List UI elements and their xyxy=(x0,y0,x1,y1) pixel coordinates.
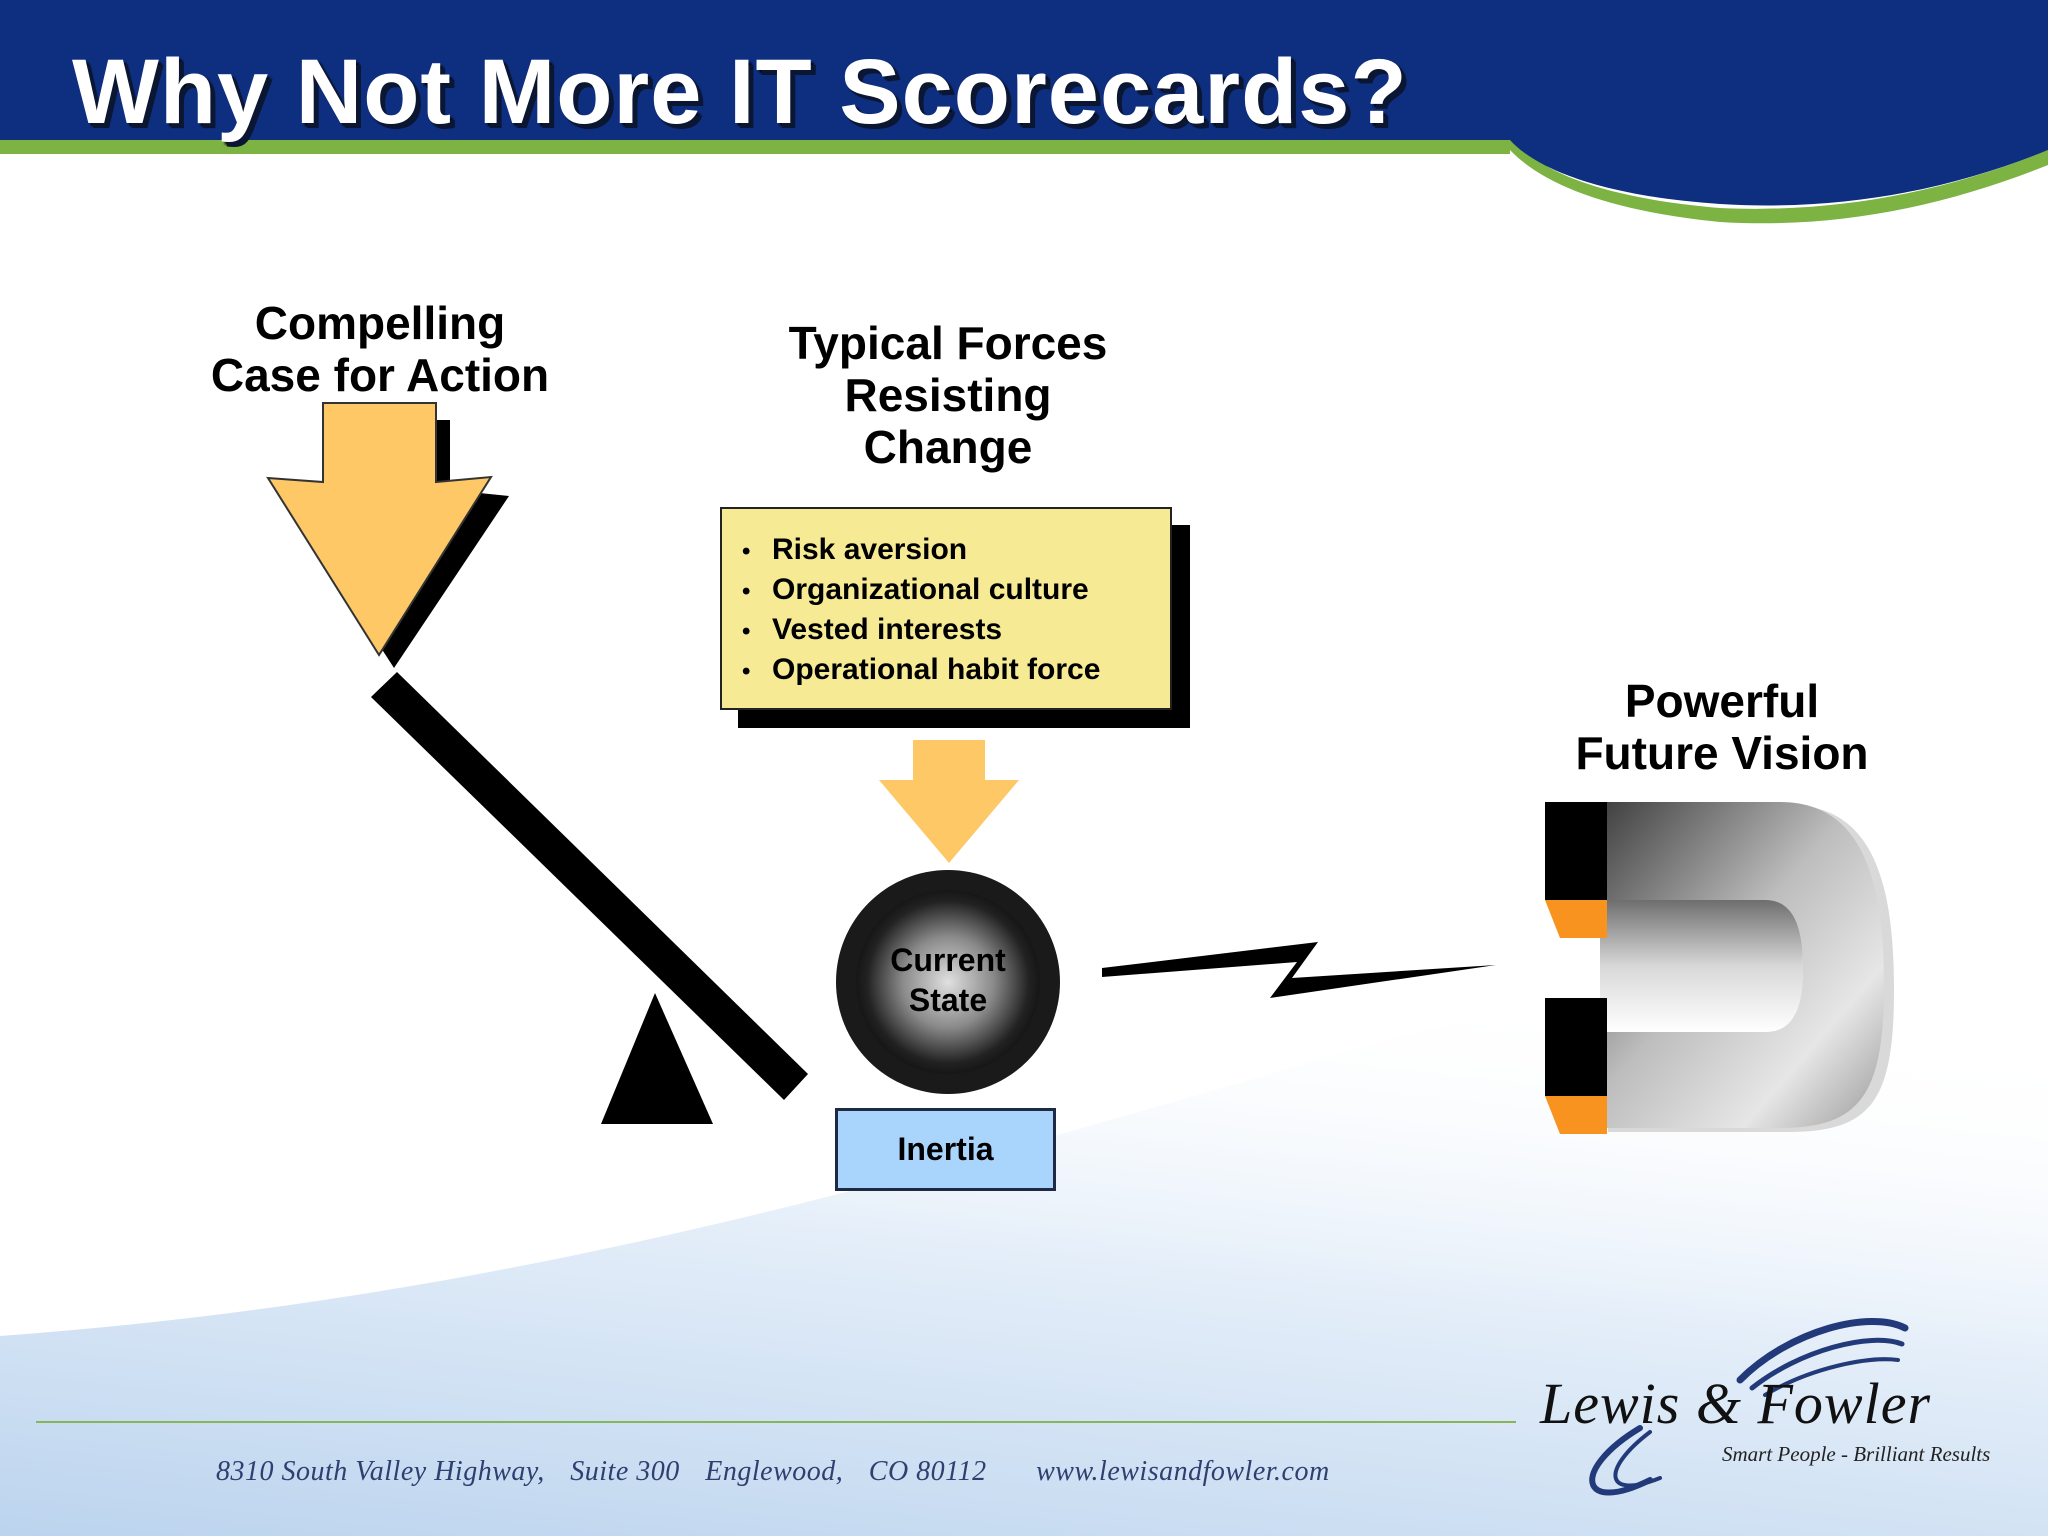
company-logo-name: Lewis & Fowler xyxy=(1540,1371,1932,1436)
force-arrow-icon xyxy=(879,740,1019,863)
header-green-line xyxy=(0,140,1510,154)
address-city: Englewood, xyxy=(705,1456,844,1487)
current-state-ball xyxy=(836,870,1060,1094)
current-state-label: Current State xyxy=(848,940,1048,1020)
magnet-icon xyxy=(1545,802,1894,1134)
seesaw-lever-icon xyxy=(371,672,808,1124)
resisting-forces-list: Risk aversion Organizational culture Ves… xyxy=(722,509,1170,691)
website-link[interactable]: www.lewisandfowler.com xyxy=(1036,1456,1330,1487)
heading-line: Case for Action xyxy=(210,349,550,401)
down-arrow-icon xyxy=(266,402,509,668)
heading-line: Resisting xyxy=(844,369,1052,421)
future-vision-heading: Powerful Future Vision xyxy=(1522,675,1922,779)
footer-address: 8310 South Valley Highway, Suite 300 Eng… xyxy=(216,1456,1348,1488)
footer-divider xyxy=(36,1421,1516,1423)
lightning-bolt-icon xyxy=(1102,942,1496,998)
heading-line: Typical Forces xyxy=(788,317,1108,369)
list-item: Risk aversion xyxy=(742,531,1170,571)
label-line: State xyxy=(908,982,988,1018)
header-band xyxy=(0,0,2048,206)
company-logo-tagline: Smart People - Brilliant Results xyxy=(1722,1442,1991,1466)
compelling-case-heading: Compelling Case for Action xyxy=(180,297,580,401)
resisting-forces-box: Risk aversion Organizational culture Ves… xyxy=(720,507,1172,710)
logo-swoosh-icon xyxy=(1589,1318,1909,1496)
slide-title: Why Not More IT Scorecards? xyxy=(72,41,1408,143)
bottom-wash xyxy=(0,900,2048,1536)
list-item: Vested interests xyxy=(742,611,1170,651)
heading-line: Compelling xyxy=(254,297,506,349)
address-street: 8310 South Valley Highway, xyxy=(216,1456,545,1487)
heading-line: Powerful xyxy=(1624,675,1820,727)
list-item: Organizational culture xyxy=(742,571,1170,611)
inertia-box: Inertia xyxy=(835,1108,1056,1191)
label-line: Current xyxy=(890,942,1006,978)
heading-line: Future Vision xyxy=(1575,727,1869,779)
address-state-zip: CO 80112 xyxy=(868,1456,987,1487)
heading-line: Change xyxy=(863,421,1033,473)
list-item: Operational habit force xyxy=(742,651,1170,691)
resisting-forces-heading: Typical Forces Resisting Change xyxy=(748,317,1148,473)
address-suite: Suite 300 xyxy=(570,1456,680,1487)
